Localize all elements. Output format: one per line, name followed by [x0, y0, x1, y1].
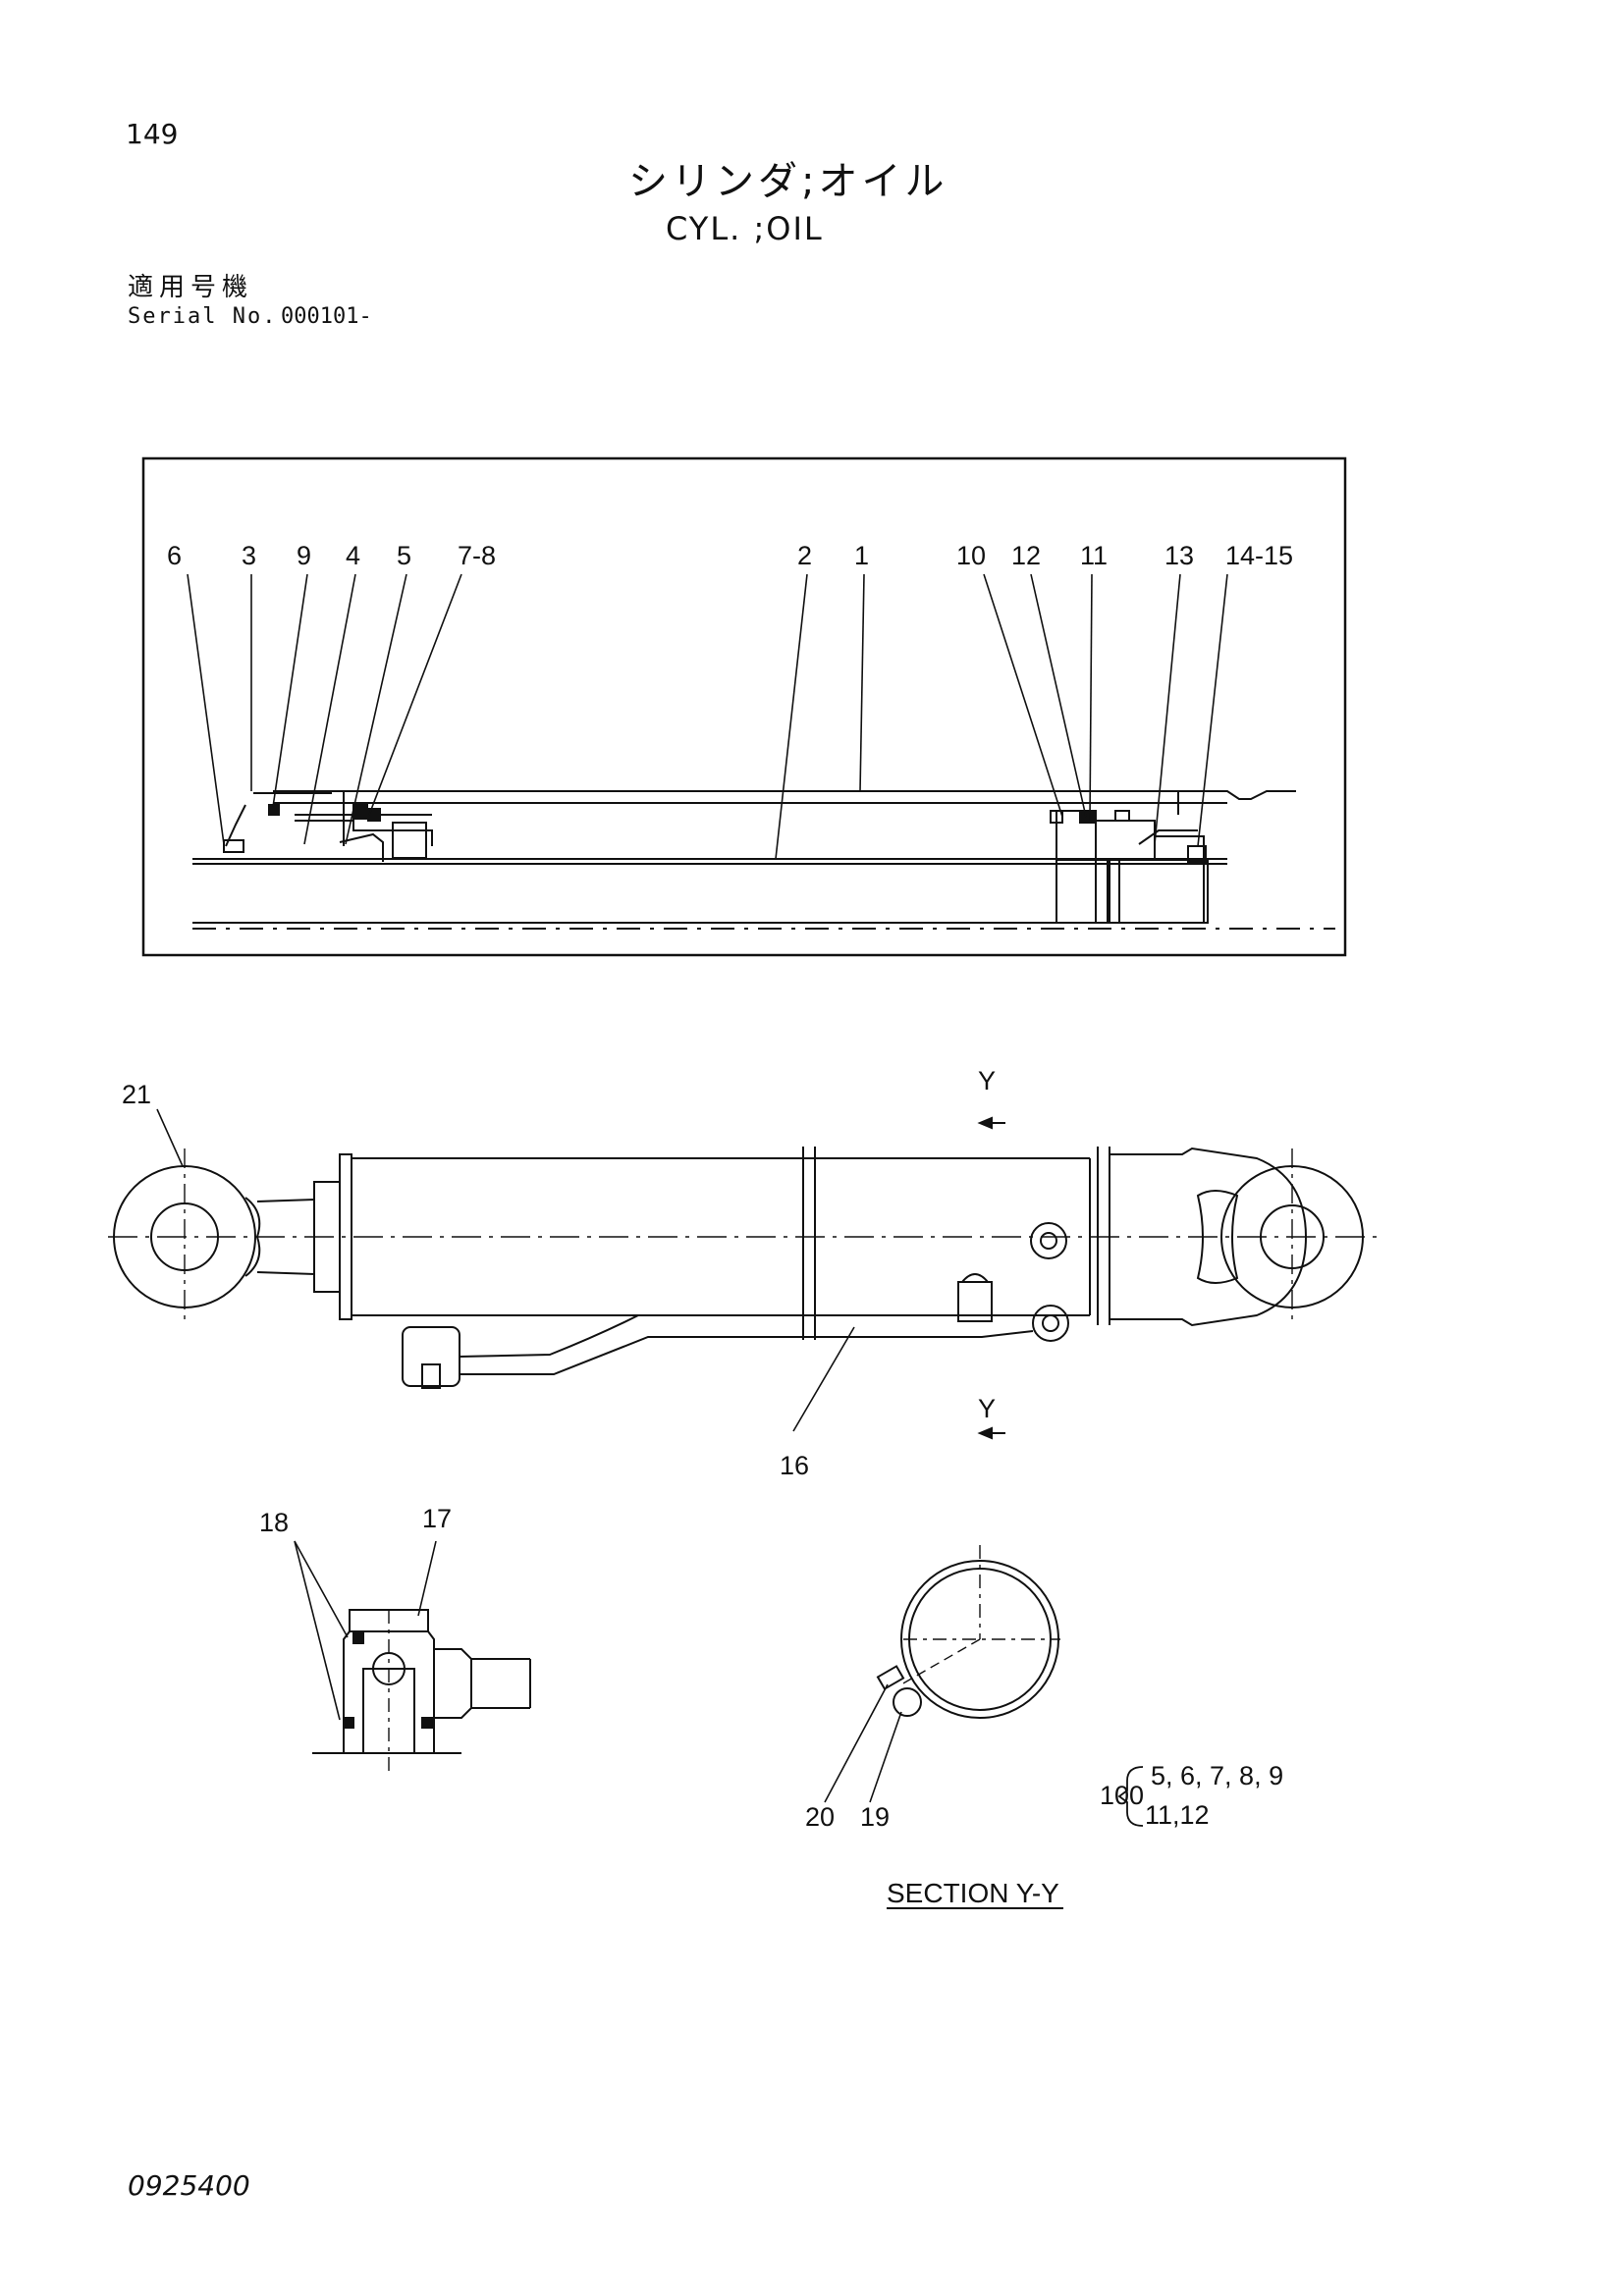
part-label-21: 21	[122, 1080, 151, 1109]
part-label-18: 18	[259, 1508, 289, 1537]
kit-number: 100	[1100, 1781, 1144, 1810]
leader-lines-external	[156, 1108, 855, 1432]
part-label-13: 13	[1164, 541, 1194, 570]
part-label-3: 3	[242, 541, 256, 570]
part-label-14-15: 14-15	[1225, 541, 1293, 570]
part-label-1: 1	[854, 541, 869, 570]
port-detail-view	[312, 1609, 531, 1777]
part-label-12: 12	[1011, 541, 1041, 570]
page-title-japanese: シリンダ;オイル	[628, 159, 948, 204]
serial-number-value: 000101-	[281, 304, 372, 329]
document-number: 0925400	[128, 2169, 250, 2202]
section-marker-top: Y	[978, 1066, 996, 1095]
section-arrows	[977, 1116, 1005, 1440]
part-label-17: 17	[422, 1504, 452, 1533]
part-label-10: 10	[956, 541, 986, 570]
page-title-english: CYL. ;OIL	[666, 210, 824, 247]
part-label-7-8: 7-8	[458, 541, 496, 570]
section-yy-view	[876, 1545, 1060, 1719]
section-marker-bottom: Y	[978, 1394, 996, 1423]
leader-lines-section	[187, 573, 1228, 860]
section-view-frame	[141, 456, 1347, 957]
kit-brace	[1117, 1766, 1144, 1827]
part-label-11: 11	[1080, 541, 1108, 570]
serial-label-english: Serial No.	[128, 304, 278, 329]
serial-label-japanese: 適用号機	[128, 273, 254, 302]
cylinder-cross-section	[192, 790, 1335, 930]
part-label-5: 5	[397, 541, 411, 570]
part-number-labels: 6 3 9 4 5 7-8 2 1 10 12 11 13 14-15 21 1…	[122, 541, 1293, 1908]
part-label-6: 6	[167, 541, 182, 570]
section-title: SECTION Y-Y	[887, 1878, 1059, 1908]
kit-contents-line2: 11,12	[1145, 1800, 1210, 1830]
part-label-4: 4	[346, 541, 360, 570]
part-label-2: 2	[797, 541, 812, 570]
part-label-19: 19	[860, 1802, 890, 1832]
part-label-16: 16	[780, 1451, 809, 1480]
part-label-20: 20	[805, 1802, 835, 1832]
kit-contents-line1: 5, 6, 7, 8, 9	[1151, 1761, 1283, 1790]
cylinder-external-view	[108, 1147, 1384, 1389]
leader-lines-detail	[294, 1540, 437, 1721]
page-number: 149	[126, 118, 179, 150]
leader-lines-section-yy	[824, 1683, 902, 1803]
part-label-9: 9	[297, 541, 311, 570]
